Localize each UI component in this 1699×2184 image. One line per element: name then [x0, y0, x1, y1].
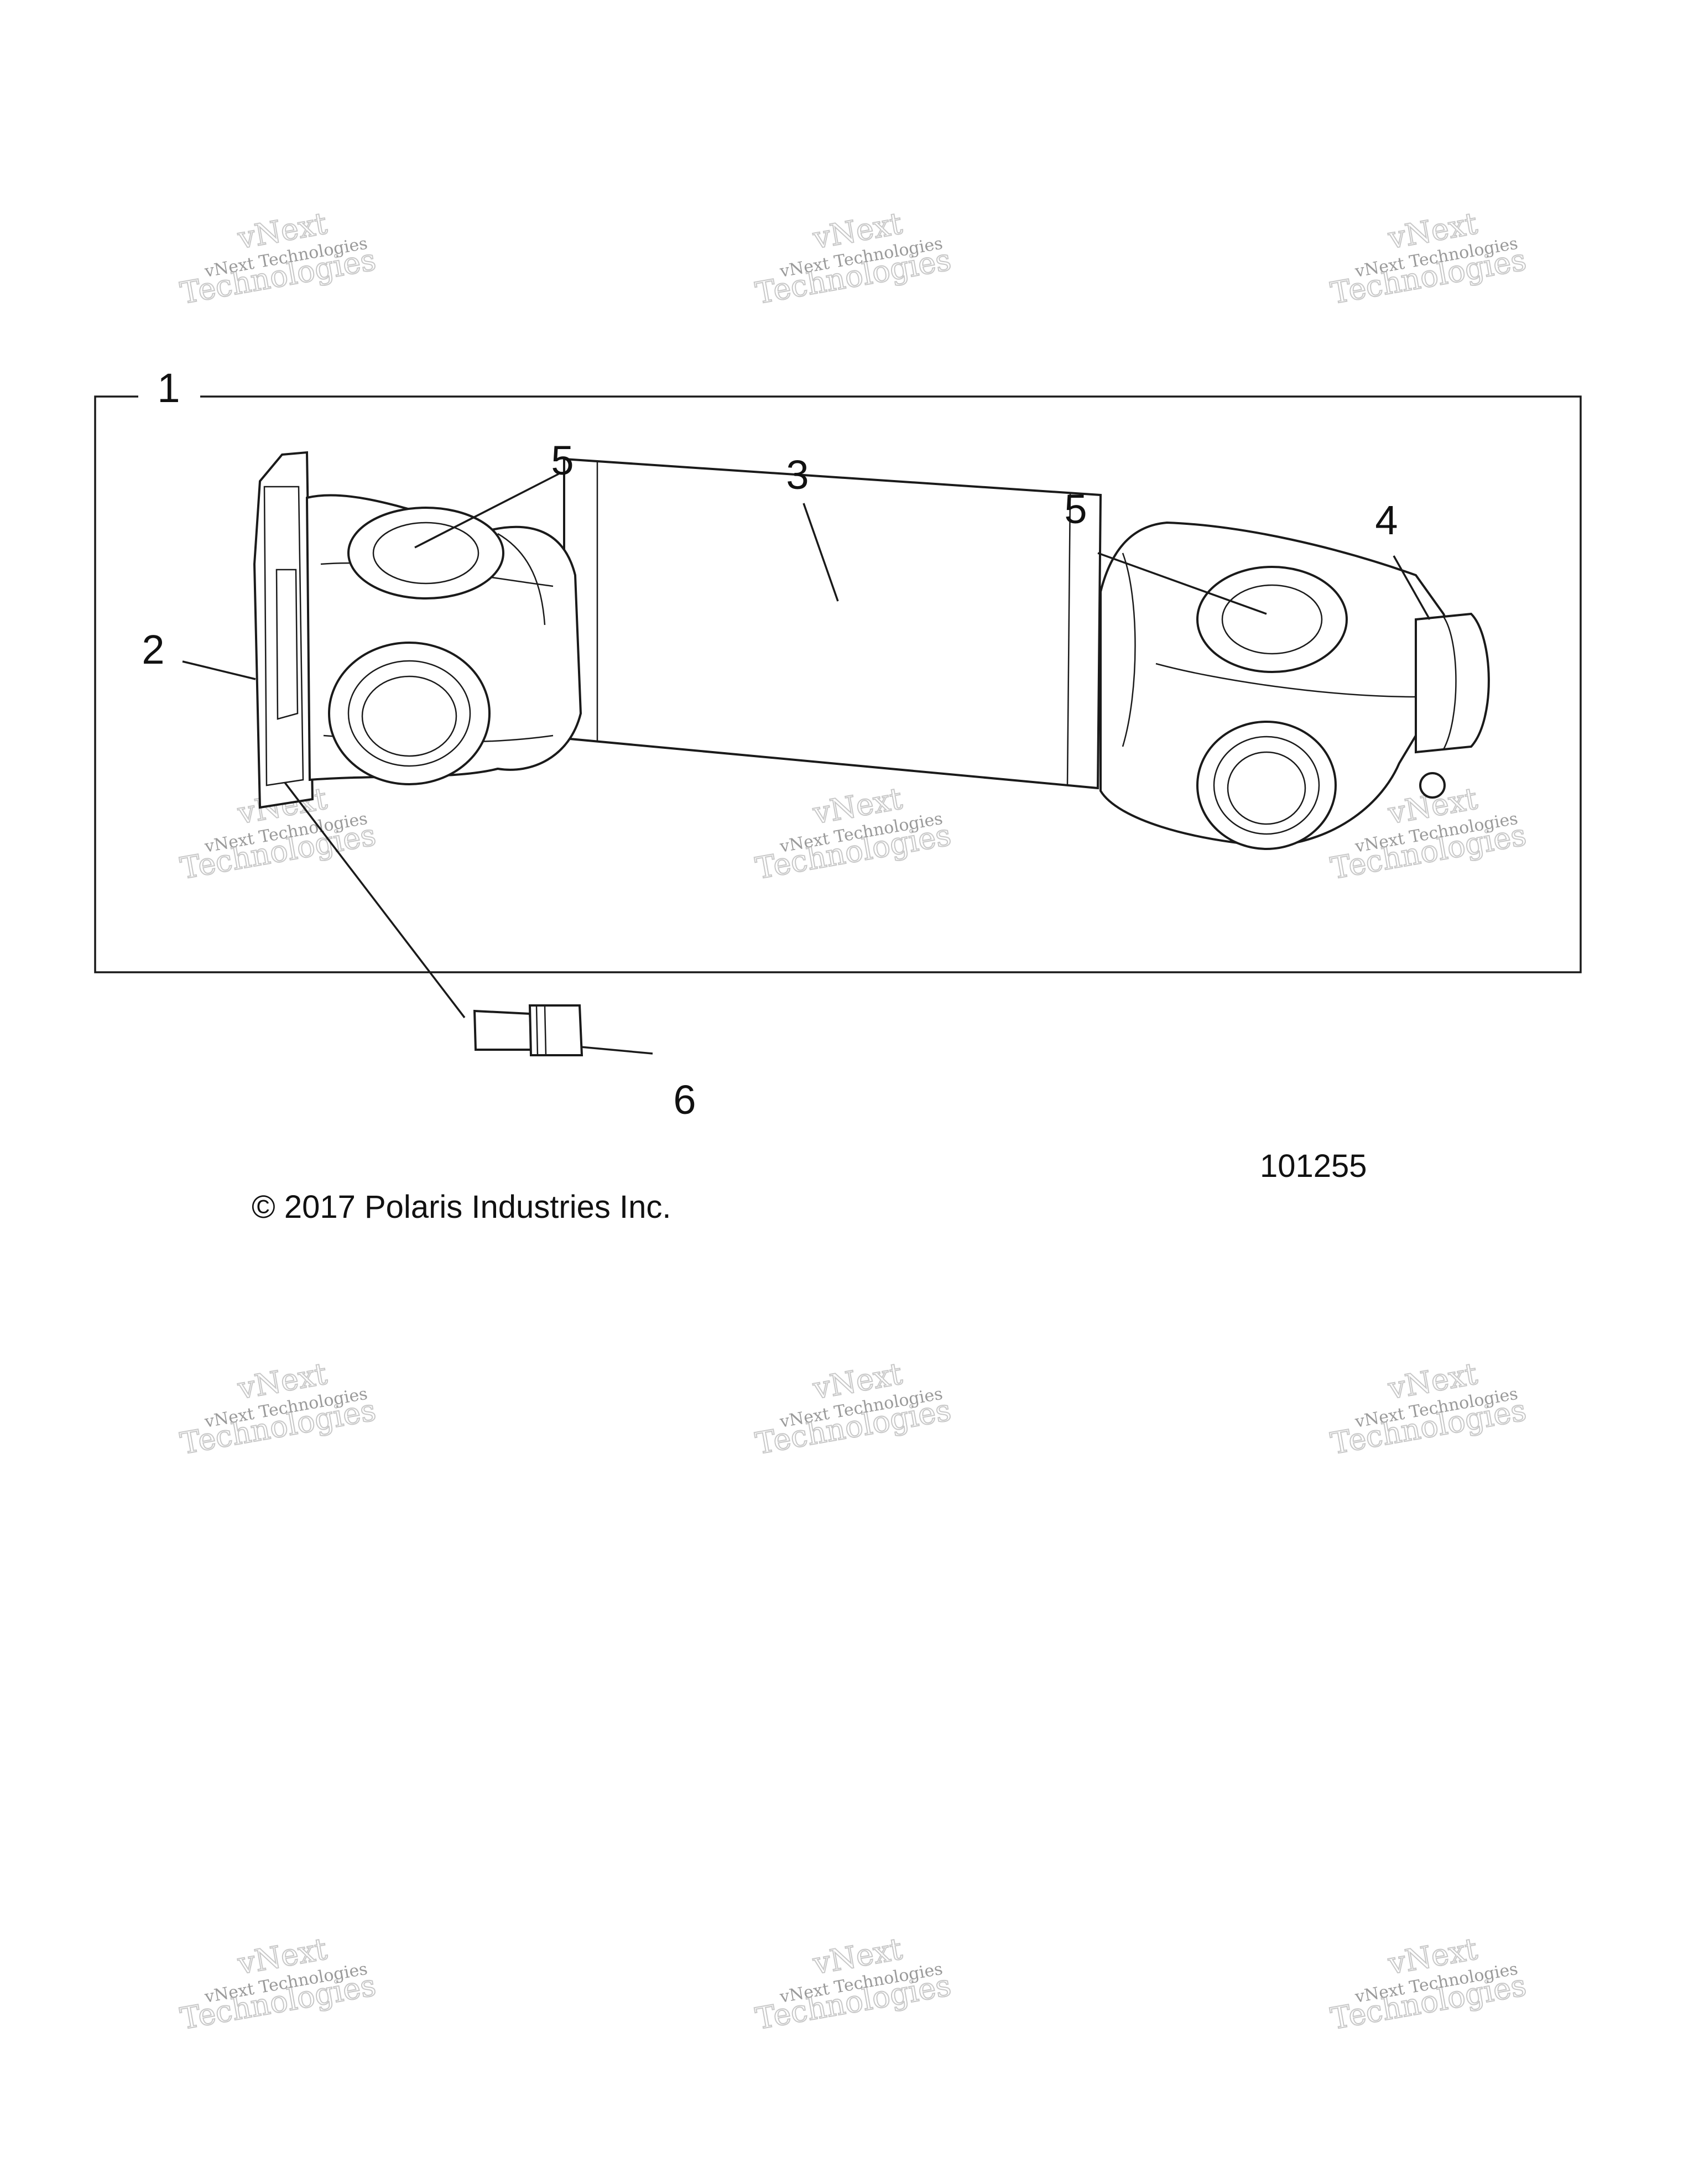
callout-5-right: 5 — [1064, 486, 1087, 532]
cross-bearing-right-bottom-part — [1196, 721, 1337, 850]
assembly-frame — [94, 395, 1582, 973]
callout-labels: 1 2 3 4 5 5 6 — [142, 365, 1398, 1123]
copyright-notice: © 2017 Polaris Industries Inc. — [252, 1189, 671, 1225]
callout-1: 1 — [157, 365, 180, 411]
cross-bearing-left-bottom-part — [328, 642, 491, 785]
callout-4: 4 — [1375, 497, 1398, 543]
flange-yoke-part — [253, 451, 314, 809]
callout-5-left: 5 — [551, 437, 574, 483]
cross-bearing-left-top-part — [347, 507, 504, 600]
tube-part — [563, 457, 1102, 790]
slip-yoke-part — [1415, 612, 1490, 754]
callout-6: 6 — [673, 1077, 696, 1123]
callout-2: 2 — [142, 627, 164, 673]
cross-bearing-right-top-part — [1196, 566, 1348, 673]
drive-shaft-illustration — [253, 451, 1490, 1056]
callout-3: 3 — [786, 452, 809, 498]
zerk-fitting-part — [473, 1004, 583, 1056]
leader-lines — [182, 473, 1431, 1055]
figure-number: 101255 — [1260, 1148, 1367, 1184]
